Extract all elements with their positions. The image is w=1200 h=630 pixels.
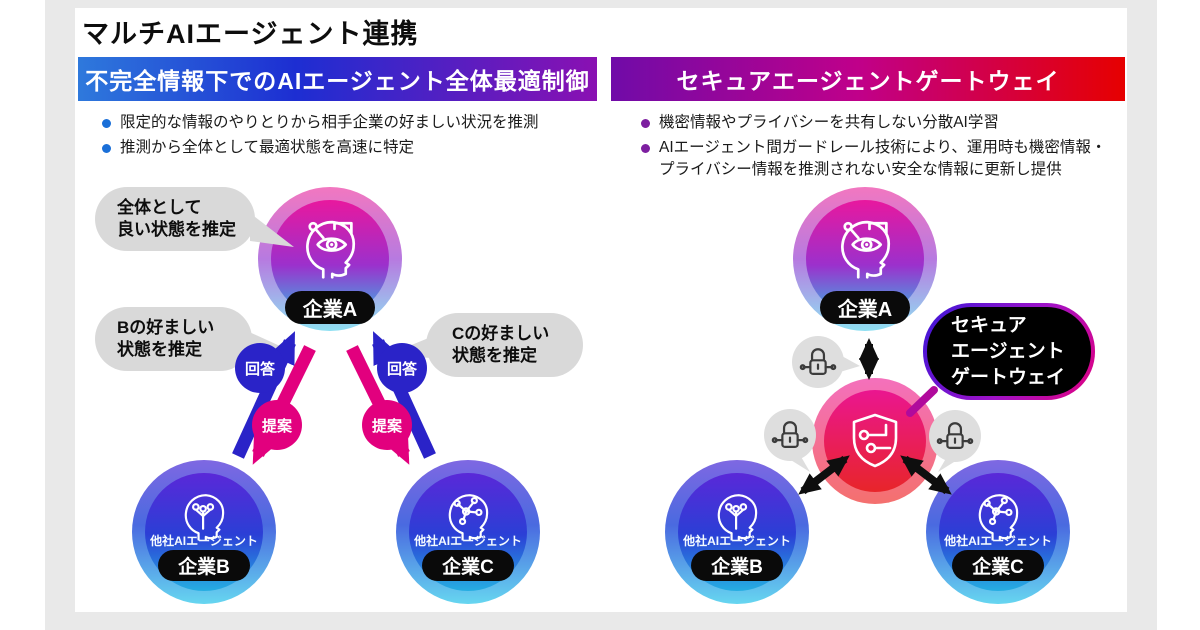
company-a-label: 企業A	[285, 291, 375, 324]
secure-gateway-bubble-text: セキュア エージェント ゲートウェイ	[951, 314, 1066, 388]
bullet-text: 機密情報やプライバシーを共有しない分散AI学習	[659, 114, 999, 131]
speech-bubble-text: Cの好ましい 状態を推定	[452, 324, 550, 365]
bullet-dot-icon	[641, 144, 650, 153]
answer-badge-b: 回答	[235, 343, 285, 393]
bullet-text: AIエージェント間ガードレール技術により、運用時も機密情報・ プライバシー情報を…	[659, 139, 1107, 178]
shield-circuit-icon	[852, 413, 898, 468]
answer-badge-c: 回答	[377, 343, 427, 393]
padlock-icon	[799, 348, 837, 376]
padlock-icon	[771, 421, 809, 449]
ai-head-eye-icon	[306, 220, 355, 279]
speech-bubble-c-estimate: Cの好ましい 状態を推定	[426, 313, 583, 377]
speech-bubble-b-estimate: Bの好ましい 状態を推定	[95, 307, 252, 371]
ai-head-eye-icon	[841, 220, 890, 279]
partner-agent-caption: 他社AIエージェント	[944, 534, 1052, 548]
page-title: マルチAIエージェント連携	[82, 19, 419, 49]
padlock-bubble-right	[929, 410, 981, 462]
company-b-node-left: 他社AIエージェント 企業B	[132, 460, 276, 604]
company-c-node-right: 他社AIエージェント 企業C	[926, 460, 1070, 604]
company-b-label: 企業B	[158, 550, 250, 581]
bullet-item: 推測から全体として最適状態を高速に特定	[102, 137, 588, 159]
network-head-icon	[448, 494, 489, 541]
secure-gateway-node	[812, 378, 938, 504]
bullet-item: AIエージェント間ガードレール技術により、運用時も機密情報・ プライバシー情報を…	[641, 137, 1129, 181]
bullet-dot-icon	[102, 144, 111, 153]
speech-bubble-overall-estimate: 全体として 良い状態を推定	[95, 187, 255, 251]
padlock-icon	[936, 422, 974, 450]
bullet-dot-icon	[641, 119, 650, 128]
partner-agent-caption: 他社AIエージェント	[150, 534, 258, 548]
company-a-label: 企業A	[820, 291, 910, 324]
speech-bubble-text: 全体として 良い状態を推定	[117, 198, 236, 239]
partner-agent-caption: 他社AIエージェント	[414, 534, 522, 548]
branch-head-icon	[717, 494, 758, 541]
company-a-node-left: 企業A	[258, 187, 402, 331]
bullet-dot-icon	[102, 119, 111, 128]
speech-bubble-text: Bの好ましい 状態を推定	[117, 318, 215, 359]
company-c-node-left: 他社AIエージェント 企業C	[396, 460, 540, 604]
network-head-icon	[978, 494, 1019, 541]
company-c-label: 企業C	[952, 550, 1044, 581]
proposal-badge-b: 提案	[252, 400, 302, 450]
proposal-badge-c: 提案	[362, 400, 412, 450]
right-bullet-list: 機密情報やプライバシーを共有しない分散AI学習 AIエージェント間ガードレール技…	[641, 112, 1129, 181]
company-b-node-right: 他社AIエージェント 企業B	[665, 460, 809, 604]
padlock-bubble-left	[764, 409, 816, 461]
left-panel-header: 不完全情報下でのAIエージェント全体最適制御	[78, 57, 597, 101]
company-b-label: 企業B	[691, 550, 783, 581]
right-panel-header: セキュアエージェントゲートウェイ	[611, 57, 1125, 101]
bullet-item: 機密情報やプライバシーを共有しない分散AI学習	[641, 112, 1129, 134]
secure-gateway-bubble: セキュア エージェント ゲートウェイ	[923, 303, 1095, 400]
partner-agent-caption: 他社AIエージェント	[683, 534, 791, 548]
branch-head-icon	[184, 494, 225, 541]
left-bullet-list: 限定的な情報のやりとりから相手企業の好ましい状況を推測 推測から全体として最適状…	[102, 112, 588, 159]
company-c-label: 企業C	[422, 550, 514, 581]
bullet-text: 推測から全体として最適状態を高速に特定	[120, 139, 415, 156]
secure-gateway-node-core	[824, 390, 926, 492]
company-a-node-right: 企業A	[793, 187, 937, 331]
bullet-text: 限定的な情報のやりとりから相手企業の好ましい状況を推測	[120, 114, 539, 131]
padlock-bubble-top	[792, 336, 844, 388]
bullet-item: 限定的な情報のやりとりから相手企業の好ましい状況を推測	[102, 112, 588, 134]
